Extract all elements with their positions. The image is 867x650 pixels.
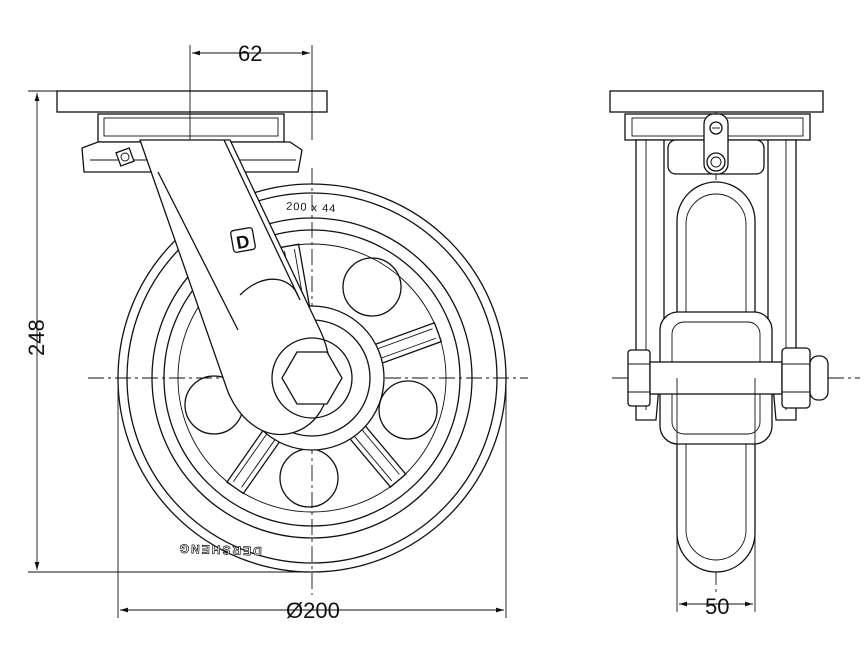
swivel-race bbox=[97, 113, 285, 143]
dimension-plate-offset: 62 bbox=[189, 41, 313, 140]
dimension-wheel-diameter: Ø200 bbox=[117, 378, 507, 623]
logo-letter: D bbox=[235, 231, 251, 253]
wheel-hole-top bbox=[342, 257, 402, 317]
lock-screw-bottom-icon bbox=[706, 152, 726, 172]
axle-nut bbox=[271, 337, 353, 419]
dimension-overall-height: 248 bbox=[24, 90, 312, 573]
dimension-50-label: 50 bbox=[705, 594, 729, 619]
side-top-plate bbox=[609, 90, 824, 113]
tire-inner bbox=[126, 192, 498, 564]
fork-arm: D bbox=[139, 139, 331, 436]
axle-nut-side bbox=[781, 347, 811, 409]
dimension-diameter-label: Ø200 bbox=[286, 598, 340, 623]
side-axle bbox=[627, 347, 829, 409]
rim-outer bbox=[151, 217, 473, 539]
lock-mechanism bbox=[667, 113, 765, 175]
top-plate bbox=[56, 90, 328, 113]
dimension-248-label: 248 bbox=[24, 319, 49, 356]
tire-size-label: 200 x 44 bbox=[286, 201, 337, 216]
rim-edge bbox=[163, 229, 461, 527]
brand-logo-icon: D bbox=[230, 227, 256, 253]
rim-inner bbox=[177, 243, 447, 513]
axle-bolt-head bbox=[627, 349, 651, 407]
axle-cap bbox=[809, 355, 829, 401]
front-view: 200 x 44 DERSHENG D bbox=[24, 41, 528, 623]
wheel-hole-right bbox=[378, 380, 438, 440]
wheel-hole-bottom bbox=[279, 448, 339, 508]
side-view: 50 bbox=[609, 90, 860, 619]
dimension-wheel-width: 50 bbox=[676, 378, 756, 619]
grease-nipple bbox=[115, 147, 135, 167]
brand-label: DERSHENG bbox=[178, 541, 262, 558]
dimension-62-label: 62 bbox=[238, 41, 262, 66]
